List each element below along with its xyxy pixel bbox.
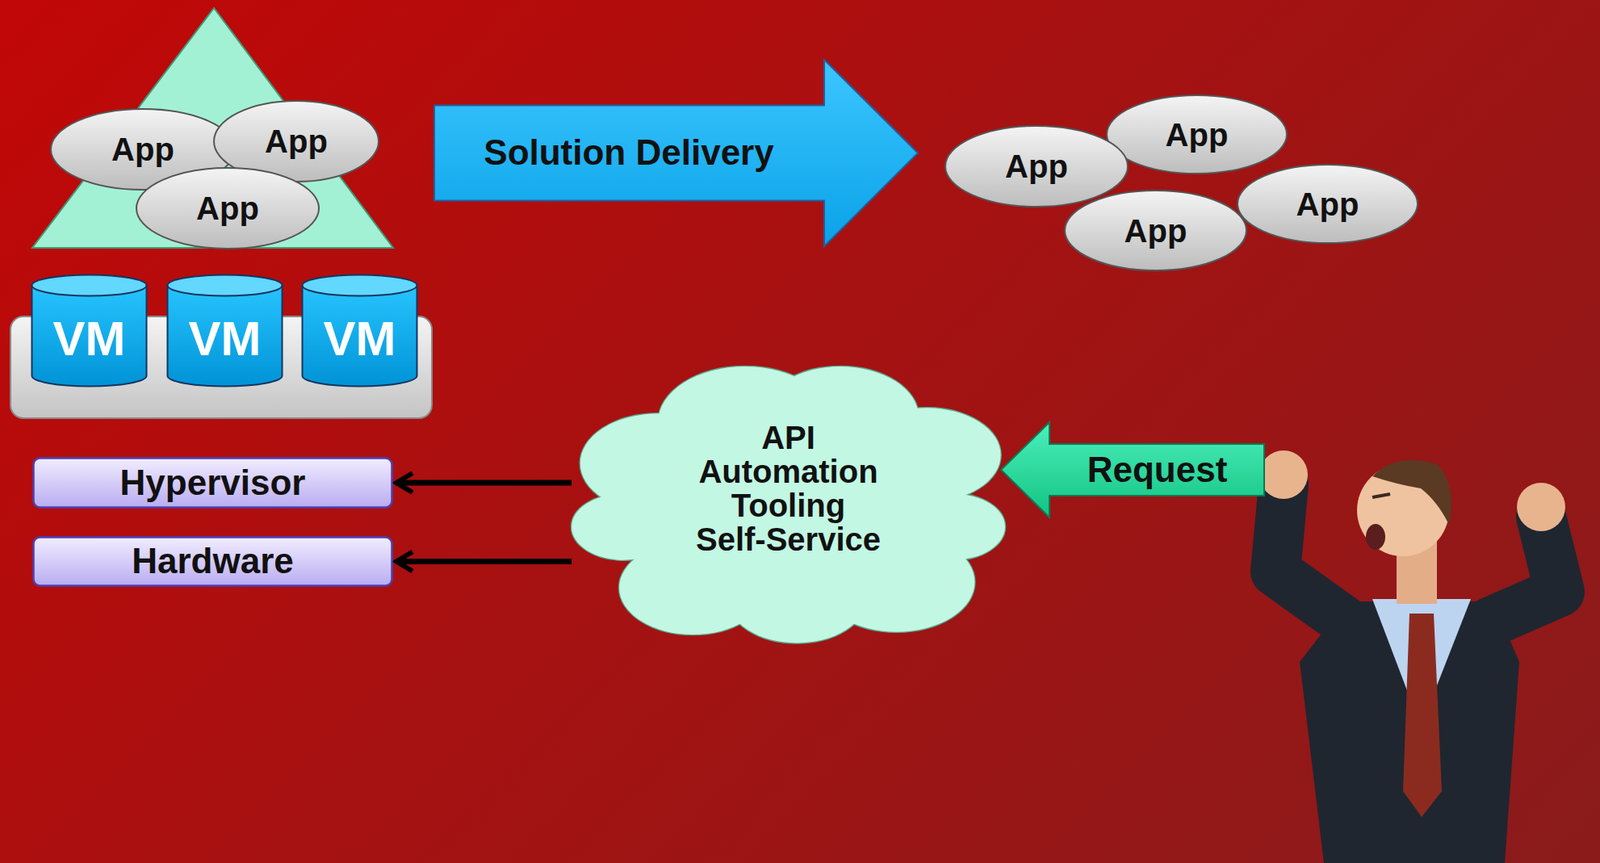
app-ellipse: App — [943, 124, 1130, 209]
man-tie — [1403, 613, 1442, 817]
app-ellipse: App — [134, 166, 321, 251]
node-label: Request — [1087, 449, 1228, 491]
cylinder-top — [167, 275, 283, 297]
cylinder-top — [302, 275, 418, 297]
node-label: Tooling — [731, 488, 846, 523]
box-outline — [33, 458, 393, 508]
connector-arrow — [396, 558, 572, 565]
node-text-group: App — [1005, 147, 1069, 185]
node-label: Automation — [698, 454, 878, 489]
node-text-group: VM — [188, 310, 262, 367]
man-left-fist — [1259, 450, 1308, 499]
node-text-group: Hardware — [131, 540, 294, 583]
node-label: VM — [188, 310, 262, 367]
layer-box: Hypervisor — [32, 456, 394, 509]
node-text-group: App — [196, 189, 260, 227]
vm-cylinder: VM — [166, 273, 284, 388]
node-text-group: VM — [53, 310, 126, 367]
node-label: App — [1165, 116, 1229, 154]
service-cloud: APIAutomationToolingSelf-Service — [571, 366, 1006, 643]
ellipse-outline — [1237, 164, 1418, 243]
delivery-arrow: Solution Delivery — [433, 58, 919, 248]
cloud-bump-fill — [632, 405, 945, 605]
node-label: VM — [323, 310, 397, 367]
ellipse-outline — [1064, 190, 1247, 271]
cloud-bump — [632, 405, 945, 605]
node-label: Solution Delivery — [483, 132, 774, 174]
box-outline — [33, 537, 393, 587]
node-text-group: App — [264, 122, 328, 160]
layer-box: Hardware — [32, 536, 394, 587]
node-label: App — [196, 189, 260, 227]
node-label: Hardware — [131, 540, 294, 583]
ellipse-outline — [945, 125, 1128, 207]
cloud-fill — [571, 366, 1006, 643]
man-hair — [1372, 460, 1452, 525]
node-text-group: VM — [323, 310, 397, 367]
node-label: App — [111, 130, 175, 168]
cylinder-top — [32, 275, 147, 297]
node-text-group: App — [1165, 116, 1229, 154]
node-label: App — [264, 122, 328, 160]
app-triangle — [32, 8, 394, 248]
node-label: App — [1296, 185, 1360, 223]
connector-arrow — [396, 480, 572, 486]
block-arrow — [434, 59, 918, 247]
vm-cylinder: VM — [30, 273, 148, 388]
node-text-group: APIAutomationToolingSelf-Service — [695, 420, 881, 557]
man-right-fist — [1516, 482, 1566, 532]
node-label: VM — [53, 310, 126, 367]
app-ellipse: App — [1063, 188, 1249, 273]
man-eye — [1372, 494, 1391, 498]
app-ellipse: App — [1105, 93, 1289, 176]
ellipse-outline — [1106, 95, 1287, 174]
cylinder-body — [32, 285, 147, 387]
cloud-outline — [571, 366, 1006, 643]
node-text-group: Solution Delivery — [483, 132, 774, 174]
request-arrow: Request — [1000, 421, 1265, 519]
man-left-arm — [1275, 484, 1347, 623]
node-label: Hypervisor — [120, 462, 306, 504]
vm-cylinder: VM — [301, 273, 419, 388]
node-text-group: Hypervisor — [120, 462, 306, 504]
block-arrow — [1001, 422, 1265, 518]
node-label: API — [761, 420, 816, 455]
man-mouth — [1365, 523, 1386, 550]
cheering-man — [1259, 450, 1566, 863]
cylinder-body — [167, 285, 283, 387]
cylinder-body — [302, 285, 418, 387]
node-text-group: App — [1124, 212, 1188, 250]
node-label: App — [1124, 212, 1188, 250]
node-text-group: App — [111, 130, 175, 168]
node-label: Self-Service — [695, 522, 881, 557]
app-ellipse: App — [1235, 163, 1420, 245]
node-label: App — [1005, 147, 1069, 185]
man-right-arm — [1489, 516, 1560, 623]
node-text-group: Request — [1087, 449, 1228, 491]
ellipse-outline — [136, 167, 319, 249]
node-text-group: App — [1296, 185, 1360, 223]
